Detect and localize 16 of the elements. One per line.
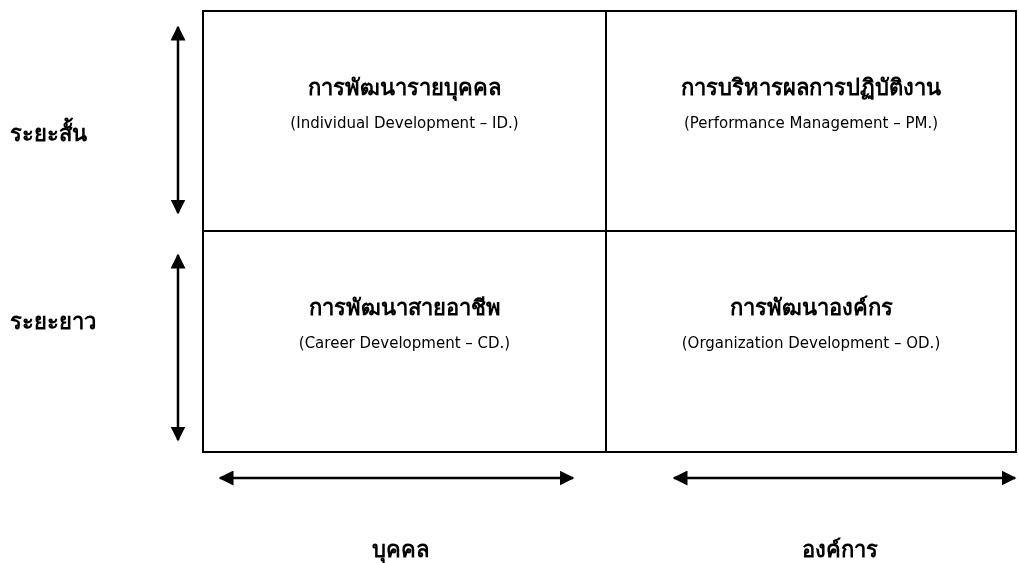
cell-subtitle: (Organization Development – OD.): [680, 334, 942, 352]
cell-title: การพัฒนาสายอาชีพ: [307, 294, 502, 322]
matrix-cell: [202, 10, 607, 232]
row-label: ระยะสั้น: [10, 116, 87, 151]
row-label: ระยะยาว: [10, 308, 96, 336]
cell-title: การพัฒนาองค์กร: [728, 294, 894, 322]
matrix-cell: [605, 10, 1017, 232]
cell-subtitle: (Career Development – CD.): [297, 334, 512, 352]
cell-subtitle: (Individual Development – ID.): [289, 114, 520, 132]
matrix-cell: [605, 230, 1017, 453]
cell-title: การบริหารผลการปฏิบัติงาน: [680, 74, 942, 102]
column-label: องค์การ: [802, 536, 878, 563]
matrix-cell: [202, 230, 607, 453]
cell-title: การพัฒนารายบุคคล: [307, 74, 502, 103]
column-label: บุคคล: [371, 536, 429, 563]
cell-subtitle: (Performance Management – PM.): [682, 114, 940, 132]
